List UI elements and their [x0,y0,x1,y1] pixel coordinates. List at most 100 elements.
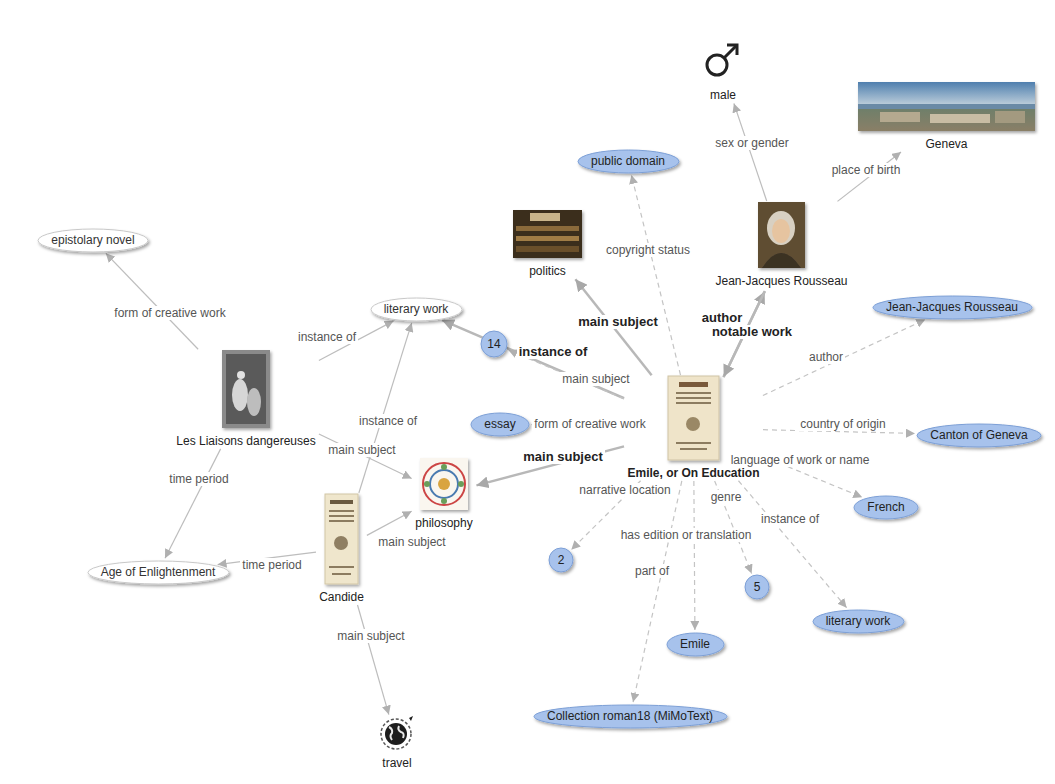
relation-connector [631,175,680,375]
node-outline-ellipse [578,150,679,173]
image-node: male [705,40,741,102]
node-outline-ellipse [549,548,573,572]
rosette-center [438,478,450,490]
node-label: Candide [317,590,366,604]
count-circle: 14 [480,330,508,358]
relation-label: copyright status [604,243,692,257]
node-outline-ellipse [917,424,1041,447]
relation-label: country of origin [798,417,887,431]
relation-label: main subject [576,315,659,329]
cover-vignette [686,417,700,431]
relation-label: has edition or translation [619,528,754,542]
politics-seats [516,246,579,252]
engraving-dark [226,354,266,424]
relation-label: instance of [296,330,358,344]
value-ellipse: French [853,495,919,520]
count-circle: 5 [744,574,770,600]
image-node: Geneva [858,82,1035,151]
relation-label: instance of [517,345,590,359]
cover-title [679,382,708,387]
relation-connector [694,481,695,630]
politics-light [530,213,560,221]
politics-seats [516,236,579,241]
cover-line [329,520,354,522]
node-text: public domain [577,154,680,168]
geneva-city [880,112,920,122]
cover-page [668,376,719,460]
image-node: philosophy [413,458,475,530]
emile-cover [668,376,719,460]
globe-body [385,723,407,745]
count-circle: 2 [548,547,574,573]
relation-label: instance of [759,512,821,526]
class-ellipse: Age of Enlightenment [87,560,230,585]
portrait-ground [758,202,805,268]
node-text: literary work [812,614,905,628]
engraving-figure [247,388,261,416]
node-label: politics [513,264,582,278]
relation-connector [358,605,389,715]
philosophy-rosette [420,458,468,510]
portrait-wig [767,211,795,245]
class-ellipse: literary work [370,297,463,322]
node-outline-ellipse [471,413,529,436]
node-label: Emile, or On Education [625,466,762,480]
image-node: Les Liaisons dangereuses [174,350,318,448]
rosette-dot [441,464,447,470]
rosette-dot [458,481,464,487]
relation-label: main subject [521,450,604,464]
portrait-face [772,219,790,243]
node-outline-ellipse [534,705,727,728]
cover-title [330,500,353,504]
image-node: Jean-Jacques Rousseau [713,202,850,288]
node-outline-ellipse [745,575,769,599]
relation-label: language of work or name [729,453,872,467]
rosette-ground [420,458,468,510]
relation-connector [367,511,412,535]
image-node: Candide [317,494,366,604]
node-label: philosophy [413,516,475,530]
node-text: literary work [370,302,463,316]
cover-line [329,510,354,512]
rosette-dot [441,498,447,504]
value-ellipse: essay [470,412,530,437]
node-outline-ellipse [854,496,918,519]
politics-photo [513,210,582,258]
relation-label: form of creative work [532,417,647,431]
relation-label: genre [709,490,744,504]
node-text: Canton of Geneva [916,428,1042,442]
cover-line [329,566,354,568]
candide-cover [325,494,358,584]
node-outline-ellipse [371,298,462,321]
relation-label: main subject [326,443,397,457]
rosette-ring [430,470,458,498]
relation-label: time period [167,472,230,486]
node-label: male [705,88,741,102]
geneva-photo-ground [858,82,1035,131]
relation-label: notable work [710,325,794,339]
travel-globe [381,716,413,749]
cover-line [676,397,711,399]
rosette-dot [424,481,430,487]
node-text: Age of Enlightenment [87,565,230,579]
male-symbol-shaft [724,46,736,58]
relation-connector [633,481,682,702]
relation-label: place of birth [830,163,903,177]
image-node: travel [380,716,414,770]
cover-line [332,573,351,575]
male-symbol-head [727,45,737,55]
node-label: travel [380,756,414,770]
relation-label: author [807,350,845,364]
relation-label: time period [240,558,303,572]
relation-label: main subject [335,629,406,643]
value-ellipse: Canton of Geneva [916,423,1042,448]
node-text: Jean-Jacques Rousseau [872,300,1033,314]
politics-seats [516,226,579,231]
liaisons-engraving [222,350,270,428]
cover-line [676,392,711,394]
geneva-city [930,114,990,123]
value-ellipse: Emile [666,632,725,657]
relation-label: main subject [376,535,447,549]
